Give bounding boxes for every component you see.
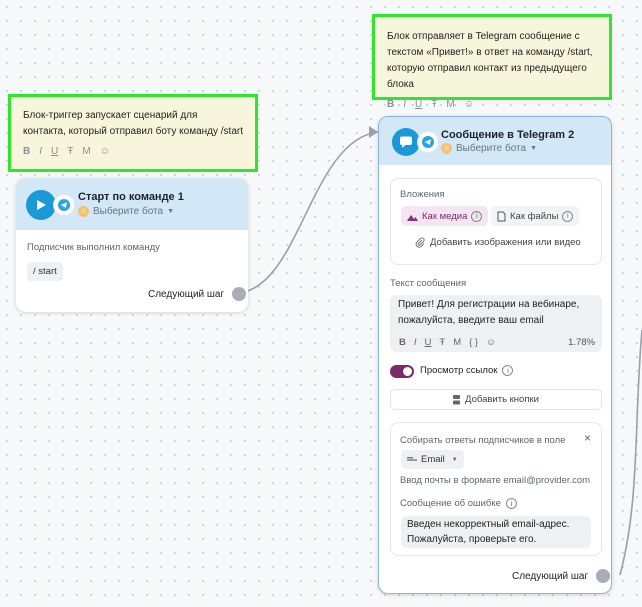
- note-format-toolbar: B I U Ŧ M ☺: [11, 140, 255, 160]
- format-hint: Ввод почты в формате email@provider.com: [400, 475, 591, 486]
- telegram-icon: [54, 195, 74, 215]
- next-step[interactable]: Следующий шаг: [148, 287, 247, 301]
- output-port[interactable]: [596, 569, 611, 583]
- bot-select-label: Выберите бота: [93, 206, 164, 217]
- emoji-icon[interactable]: ☺: [486, 337, 496, 348]
- add-images-button[interactable]: Добавить изображения или видео: [415, 237, 581, 248]
- link-preview-toggle[interactable]: [390, 365, 414, 378]
- chevron-down-icon: ▼: [530, 145, 538, 152]
- as-media-toggle[interactable]: Как медиа i: [401, 206, 489, 226]
- next-step-label: Следующий шаг: [512, 570, 589, 582]
- error-label-row: Сообщение об ошибке i: [400, 498, 517, 509]
- link-preview-label: Просмотр ссылок: [420, 365, 498, 376]
- collect-label: Собирать ответы подписчиков в поле: [400, 435, 566, 446]
- as-files-label: Как файлы: [510, 210, 559, 222]
- bot-select[interactable]: Выберите бота ▼: [441, 143, 537, 154]
- chevron-down-icon: ▼: [451, 456, 458, 463]
- as-files-toggle[interactable]: Как файлы i: [491, 206, 580, 226]
- note-text[interactable]: Блок-триггер запускает сценарий для конт…: [23, 110, 244, 137]
- info-icon: i: [562, 210, 574, 222]
- note-message-description[interactable]: Блок отправляет в Telegram сообщение с т…: [372, 14, 612, 110]
- info-icon: i: [505, 498, 517, 509]
- error-message-editor[interactable]: Введен некорректный email-адрес. Пожалуй…: [401, 516, 591, 548]
- monospace-icon[interactable]: M: [82, 146, 91, 157]
- field-type-icon: [407, 456, 417, 461]
- telegram-message-node[interactable]: Сообщение в Telegram 2 Выберите бота ▼ В…: [378, 116, 612, 594]
- node-title: Старт по команде 1: [78, 191, 184, 203]
- chat-icon: [392, 128, 420, 156]
- emoji-icon[interactable]: ☺: [99, 146, 110, 157]
- underline-icon[interactable]: U: [424, 337, 432, 348]
- error-label: Сообщение об ошибке: [400, 498, 501, 509]
- editor-toolbar: B I U Ŧ M { } ☺: [399, 335, 496, 351]
- bold-icon[interactable]: B: [399, 337, 406, 348]
- italic-icon[interactable]: I: [39, 146, 43, 157]
- note-text[interactable]: Блок отправляет в Telegram сообщение с т…: [387, 31, 593, 90]
- italic-icon[interactable]: I: [403, 99, 407, 110]
- node-title: Сообщение в Telegram 2: [441, 129, 575, 141]
- emoji-icon[interactable]: ☺: [463, 99, 474, 110]
- add-images-label: Добавить изображения или видео: [430, 237, 581, 248]
- bot-icon: [78, 206, 89, 217]
- attachments-label: Вложения: [400, 189, 445, 200]
- strikethrough-icon[interactable]: Ŧ: [67, 146, 74, 157]
- note-trigger-description[interactable]: Блок-триггер запускает сценарий для конт…: [8, 94, 258, 172]
- bold-icon[interactable]: B: [23, 146, 31, 157]
- message-text-editor[interactable]: Привет! Для регистрации на вебинаре, пож…: [390, 295, 602, 352]
- collect-answers-section: Собирать ответы подписчиков в поле × Ema…: [390, 422, 602, 556]
- italic-icon[interactable]: I: [413, 337, 417, 348]
- monospace-icon[interactable]: M: [453, 337, 462, 348]
- strikethrough-icon[interactable]: Ŧ: [439, 337, 446, 348]
- message-text-value[interactable]: Привет! Для регистрации на вебинаре, пож…: [398, 299, 580, 326]
- bot-icon: [441, 143, 452, 154]
- subscriber-label: Подписчик выполнил команду: [27, 242, 160, 253]
- command-chip[interactable]: / start: [27, 262, 63, 281]
- bot-select-label: Выберите бота: [456, 143, 527, 154]
- message-text-label: Текст сообщения: [390, 278, 467, 289]
- telegram-icon: [418, 132, 438, 152]
- bold-icon[interactable]: B: [387, 99, 395, 110]
- next-step[interactable]: Следующий шаг: [512, 569, 611, 583]
- add-buttons-label: Добавить кнопки: [465, 394, 539, 405]
- next-step-label: Следующий шаг: [148, 288, 225, 300]
- buttons-icon: [453, 394, 461, 404]
- close-icon[interactable]: ×: [583, 431, 591, 445]
- chevron-down-icon: ▼: [167, 208, 175, 215]
- bot-select[interactable]: Выберите бота ▼: [78, 206, 174, 217]
- text-length-percent: 1.78%: [568, 337, 595, 348]
- underline-icon[interactable]: U: [415, 99, 423, 110]
- info-icon: i: [471, 210, 483, 222]
- output-port[interactable]: [232, 287, 247, 301]
- image-icon: [407, 214, 418, 221]
- node-header: Старт по команде 1 Выберите бота ▼: [16, 178, 248, 230]
- field-value: Email: [421, 454, 445, 465]
- note-format-toolbar: B I U Ŧ M ☺: [375, 93, 609, 113]
- as-media-label: Как медиа: [422, 210, 468, 222]
- attachments-section: Вложения Как медиа i Как файлы i Добавит…: [390, 178, 602, 265]
- strikethrough-icon[interactable]: Ŧ: [431, 99, 438, 110]
- variables-icon[interactable]: { }: [469, 337, 479, 348]
- paperclip-icon: [415, 237, 425, 248]
- monospace-icon[interactable]: M: [446, 99, 455, 110]
- link-preview-row: Просмотр ссылок i: [420, 365, 514, 376]
- underline-icon[interactable]: U: [51, 146, 59, 157]
- error-message-value[interactable]: Введен некорректный email-адрес. Пожалуй…: [407, 519, 570, 545]
- info-icon: i: [502, 365, 514, 376]
- add-buttons-button[interactable]: Добавить кнопки: [390, 389, 602, 410]
- start-command-node[interactable]: Старт по команде 1 Выберите бота ▼ Подпи…: [16, 178, 248, 312]
- file-icon: [497, 211, 506, 221]
- field-select[interactable]: Email ▼: [401, 450, 464, 469]
- play-icon: [26, 190, 56, 220]
- node-header: Сообщение в Telegram 2 Выберите бота ▼: [379, 117, 611, 165]
